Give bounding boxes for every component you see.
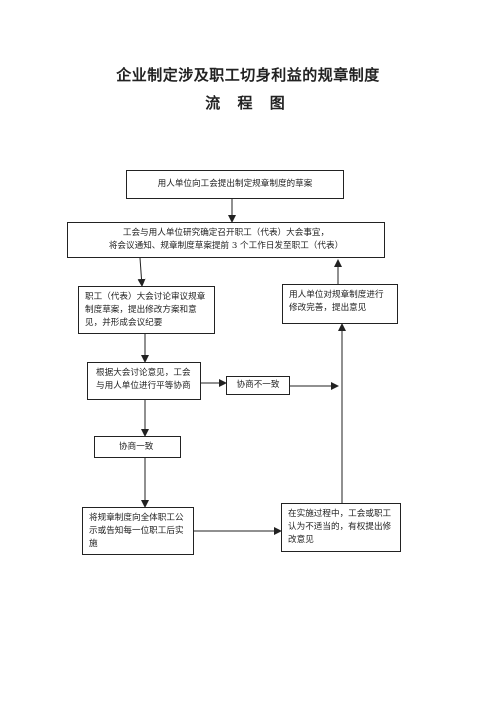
document-subtitle: 流 程 图 [205, 94, 291, 112]
step-implementation-feedback: 在实施过程中，工会或职工认为不适当的，有权提出修改意见 [281, 503, 401, 552]
step-propose-draft: 用人单位向工会提出制定规章制度的草案 [126, 170, 344, 199]
step-publish-rules-label: 将规章制度向全体职工公示或告知每一位职工后实施 [89, 513, 184, 549]
outcome-disagree-label: 协商不一致 [236, 380, 280, 390]
step-equal-negotiation: 根据大会讨论意见，工会与用人单位进行平等协商 [87, 362, 201, 400]
step-implementation-feedback-label: 在实施过程中，工会或职工认为不适当的，有权提出修改意见 [288, 509, 392, 545]
step-revise-draft: 用人单位对规章制度进行修改完善，提出意见 [282, 284, 398, 324]
step-congress-review-label: 职工（代表）大会讨论审议规章制度草案，提出修改方案和意见，并形成会议纪要 [85, 292, 206, 328]
outcome-agree: 协商一致 [94, 436, 181, 458]
step-arrange-meeting-line2: 将会议通知、规章制度草案提前 3 个工作日发至职工（代表） [108, 241, 344, 251]
step-revise-draft-label: 用人单位对规章制度进行修改完善，提出意见 [289, 290, 384, 313]
arrow-step2-to-step3 [137, 257, 146, 287]
outcome-agree-label: 协商一致 [119, 442, 154, 452]
step-publish-rules: 将规章制度向全体职工公示或告知每一位职工后实施 [82, 507, 194, 555]
step-arrange-meeting: 工会与用人单位研究确定召开职工（代表）大会事宜， 将会议通知、规章制度草案提前 … [67, 222, 385, 258]
outcome-disagree: 协商不一致 [226, 376, 290, 395]
step-congress-review: 职工（代表）大会讨论审议规章制度草案，提出修改方案和意见，并形成会议纪要 [78, 286, 215, 334]
document-title: 企业制定涉及职工切身利益的规章制度 [116, 66, 380, 84]
step-propose-draft-label: 用人单位向工会提出制定规章制度的草案 [157, 179, 313, 189]
step-arrange-meeting-line1: 工会与用人单位研究确定召开职工（代表）大会事宜， [122, 228, 330, 238]
step-equal-negotiation-label: 根据大会讨论意见，工会与用人单位进行平等协商 [96, 368, 191, 391]
